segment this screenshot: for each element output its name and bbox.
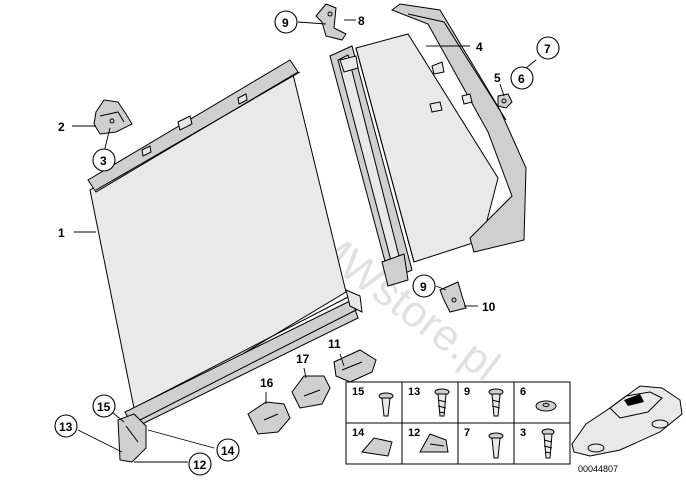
clip-icon-12 xyxy=(419,433,449,453)
callout-5: 5 xyxy=(494,71,501,85)
reference-number: 00044807 xyxy=(578,464,618,474)
callout-14: 14 xyxy=(221,444,235,458)
screw-icon-15 xyxy=(378,392,394,417)
mounting-clip-lower xyxy=(439,281,467,313)
window-glass-panel xyxy=(355,3,527,263)
callout-circle-6 xyxy=(510,66,534,90)
clip-part-16 xyxy=(247,401,291,435)
clip-nut-icon-14 xyxy=(361,437,393,457)
callout-7: 7 xyxy=(544,42,551,56)
callout-9-mid: 9 xyxy=(420,280,427,294)
callout-circle-7 xyxy=(536,36,560,60)
table-cell-14: 14 xyxy=(352,427,365,439)
clip-part-11 xyxy=(333,349,377,383)
callout-9-top: 9 xyxy=(282,16,289,30)
pillar-trim-strip xyxy=(329,45,413,287)
washer-icon-6 xyxy=(535,400,557,412)
callout-circle-12 xyxy=(188,452,212,476)
callout-13: 13 xyxy=(59,420,73,434)
screw-icon-13 xyxy=(434,388,450,417)
callouts: 1 2 3 4 5 6 7 8 9 9 10 11 12 13 14 15 16… xyxy=(54,10,560,476)
table-cell-13: 13 xyxy=(408,386,420,398)
screw-icon-9 xyxy=(488,388,504,417)
table-cell-3: 3 xyxy=(520,427,526,439)
end-bracket xyxy=(117,413,147,463)
callout-2: 2 xyxy=(58,120,65,134)
nut xyxy=(497,93,513,109)
callout-6: 6 xyxy=(518,72,525,86)
car-silhouette-icon xyxy=(571,385,683,457)
callout-circle-15 xyxy=(92,394,116,418)
callout-circle-3 xyxy=(92,148,116,172)
mounting-clip-top xyxy=(315,3,347,41)
table-cell-7: 7 xyxy=(464,427,470,439)
callout-10: 10 xyxy=(482,300,496,314)
screw-icon-7 xyxy=(488,432,504,459)
callout-3: 3 xyxy=(100,154,107,168)
sunblind-roller xyxy=(87,59,363,429)
callout-16: 16 xyxy=(260,376,274,390)
table-cell-9: 9 xyxy=(464,386,470,398)
callout-8: 8 xyxy=(358,14,365,28)
callout-12: 12 xyxy=(193,458,207,472)
callout-17: 17 xyxy=(296,352,310,366)
fastener-legend-table: 15 13 9 6 14 12 7 3 xyxy=(345,381,571,465)
callout-4: 4 xyxy=(476,40,483,54)
callout-circle-14 xyxy=(216,438,240,462)
hinge-bracket xyxy=(93,99,133,135)
callout-15: 15 xyxy=(97,400,111,414)
screw-icon-3 xyxy=(541,428,555,459)
leader-lines xyxy=(72,19,537,463)
table-cell-6: 6 xyxy=(520,386,526,398)
table-cell-12: 12 xyxy=(408,427,420,439)
callout-1: 1 xyxy=(58,226,65,240)
callout-11: 11 xyxy=(328,337,341,351)
table-cell-15: 15 xyxy=(352,386,364,398)
callout-circle-13 xyxy=(54,414,78,438)
callout-circle-9-top xyxy=(274,10,298,34)
callout-circle-9-mid xyxy=(412,274,436,298)
clip-part-17 xyxy=(291,375,331,409)
